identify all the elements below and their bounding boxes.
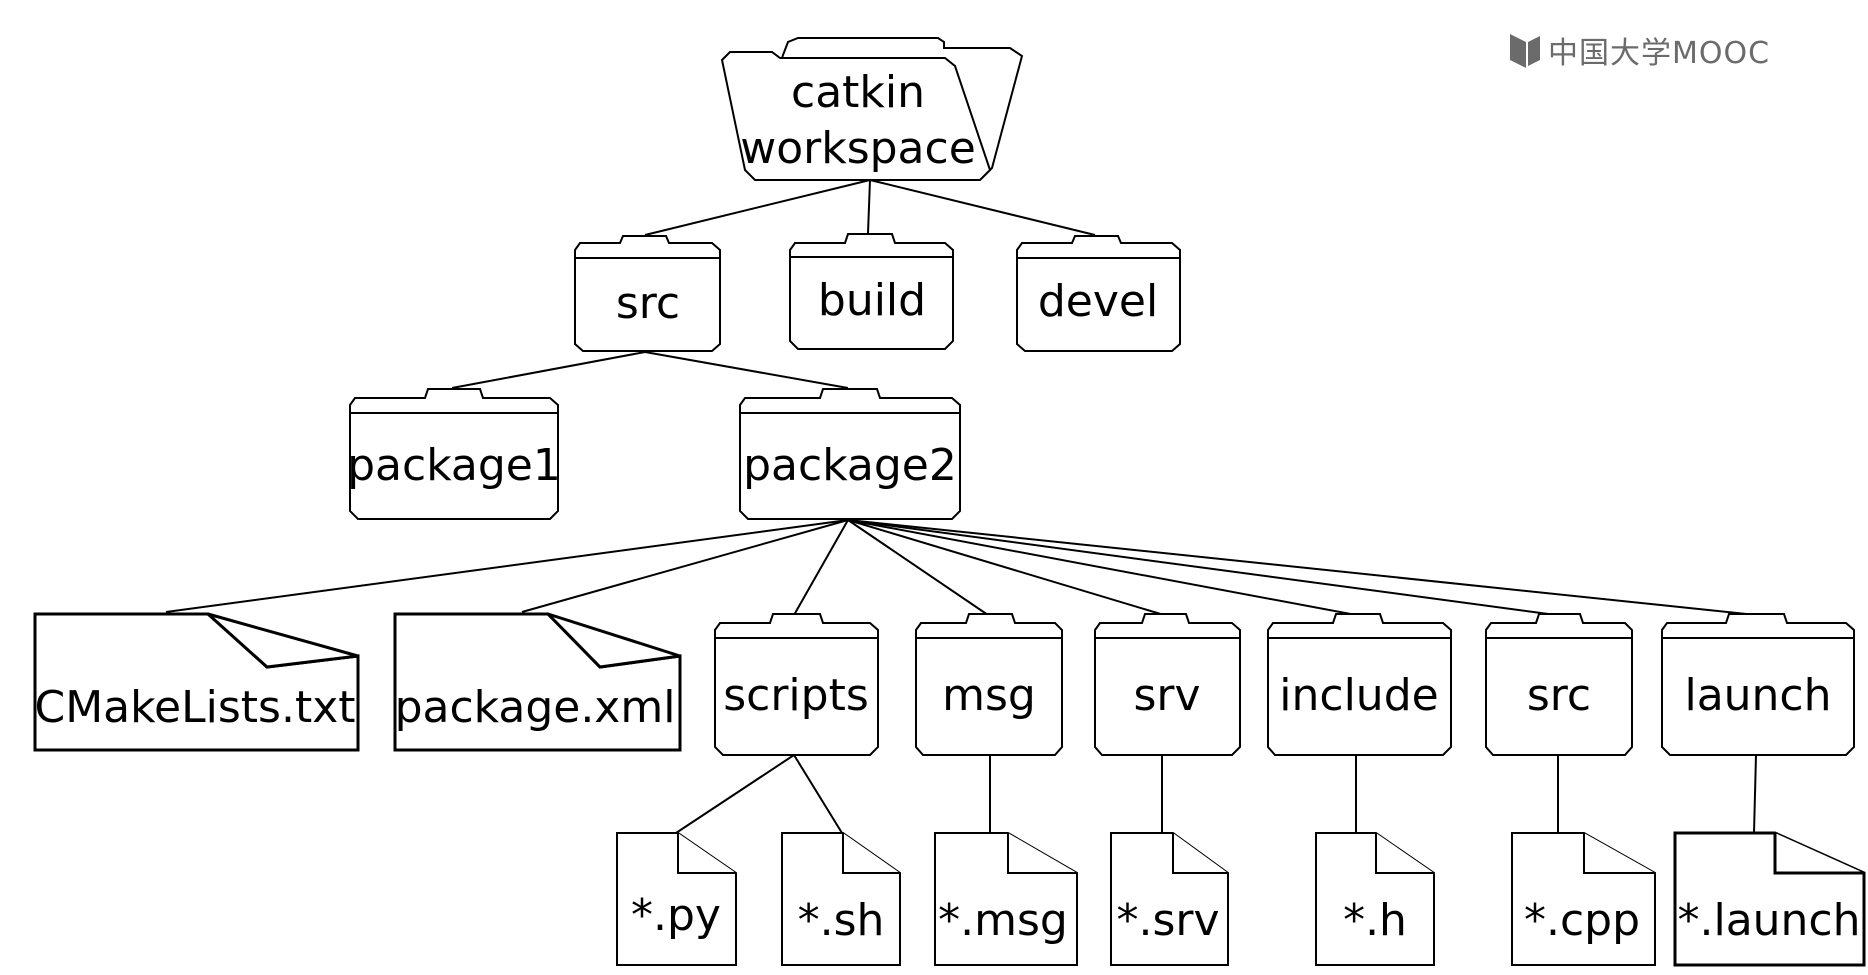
mooc-logo: 中国大学MOOC xyxy=(1508,28,1770,72)
src-sub-folder: src xyxy=(1485,613,1633,756)
src-label: src xyxy=(616,278,680,329)
include-label: include xyxy=(1279,670,1438,721)
src-folder: src xyxy=(574,235,721,352)
msg-file: *.msg xyxy=(934,832,1078,966)
package1-folder: package1 xyxy=(347,388,561,520)
tree-edges xyxy=(165,179,1757,834)
srv-file: *.srv xyxy=(1110,832,1229,966)
cpp-file-label: *.cpp xyxy=(1524,895,1640,946)
mooc-logo-text: 中国大学MOOC xyxy=(1548,36,1771,71)
edge-package2-src xyxy=(847,519,1557,616)
scripts-folder: scripts xyxy=(714,613,879,756)
include-folder: include xyxy=(1267,613,1452,756)
msg-folder: msg xyxy=(915,613,1063,756)
edge-package2-scripts xyxy=(793,519,849,616)
edge-package2-msg xyxy=(847,519,989,616)
catkin-workspace-label-line1: catkin xyxy=(791,67,925,118)
launch-label: launch xyxy=(1684,670,1831,721)
cmakelists-file: CMakeLists.txt xyxy=(33,612,360,752)
build-folder: build xyxy=(789,233,954,350)
launch-folder: launch xyxy=(1661,613,1855,756)
catkin-workspace-label-line2: workspace xyxy=(740,123,976,174)
package1-label: package1 xyxy=(347,440,561,491)
msg-file-label: *.msg xyxy=(938,895,1068,946)
h-file-label: *.h xyxy=(1343,895,1407,946)
py-label: *.py xyxy=(631,890,721,941)
edge-package2-srv xyxy=(847,519,1165,616)
sh-label: *.sh xyxy=(798,895,885,946)
msg-label: msg xyxy=(942,670,1036,721)
srv-folder: srv xyxy=(1094,613,1241,756)
cmakelists-label: CMakeLists.txt xyxy=(35,682,356,733)
edge-package2-packagexml xyxy=(521,519,849,613)
scripts-label: scripts xyxy=(723,670,869,721)
edge-package2-include xyxy=(847,519,1357,616)
py-file: *.py xyxy=(616,832,737,966)
packagexml-file: package.xml xyxy=(393,612,682,752)
h-file: *.h xyxy=(1315,832,1435,966)
package2-label: package2 xyxy=(743,440,957,491)
edge-package2-cmakelists xyxy=(165,519,849,613)
package2-folder: package2 xyxy=(739,388,961,520)
cpp-file: *.cpp xyxy=(1511,832,1656,966)
edge-src-package2 xyxy=(644,351,849,389)
edge-root-src xyxy=(644,179,871,236)
sh-file: *.sh xyxy=(781,832,901,966)
srv-label: srv xyxy=(1133,670,1200,721)
mooc-book-icon xyxy=(1508,30,1542,70)
devel-label: devel xyxy=(1038,276,1158,327)
catkin-workspace-folder: catkin workspace xyxy=(720,37,1024,181)
edge-src-package1 xyxy=(451,351,646,389)
edge-root-build xyxy=(867,179,871,234)
edge-launch-file xyxy=(1753,754,1757,834)
packagexml-label: package.xml xyxy=(395,682,676,733)
edge-root-devel xyxy=(869,179,1096,236)
launch-file-label: *.launch xyxy=(1677,895,1860,946)
edge-scripts-sh xyxy=(793,754,843,834)
edge-scripts-py xyxy=(675,754,795,834)
src-sub-label: src xyxy=(1527,670,1591,721)
edge-package2-launch xyxy=(847,519,1757,616)
srv-file-label: *.srv xyxy=(1116,895,1219,946)
devel-folder: devel xyxy=(1016,235,1181,352)
launch-file: *.launch xyxy=(1673,831,1866,967)
build-label: build xyxy=(818,275,926,326)
